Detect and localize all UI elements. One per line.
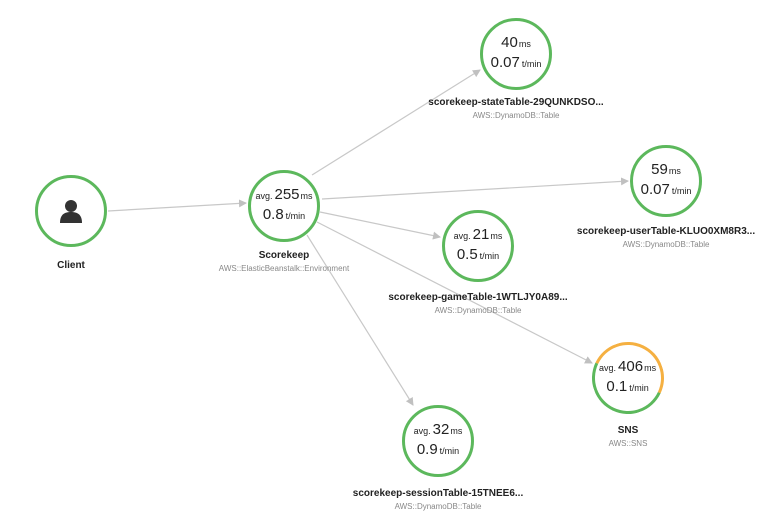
- edge-scorekeep-game-table[interactable]: [319, 211, 441, 240]
- game-table-name: scorekeep-gameTable-1WTLJY0A89...: [388, 292, 568, 303]
- edge-scorekeep-state-table[interactable]: [311, 69, 481, 176]
- user-icon: [60, 200, 82, 223]
- scorekeep-latency: avg.255ms: [255, 186, 313, 203]
- game-table-latency: avg.21ms: [453, 226, 503, 243]
- state-table-latency: 40ms: [501, 34, 531, 51]
- game-table-type: AWS::DynamoDB::Table: [434, 306, 522, 315]
- edge-scorekeep-sns[interactable]: [316, 221, 593, 364]
- session-table-name: scorekeep-sessionTable-15TNEE6...: [352, 488, 524, 499]
- user-table-type: AWS::DynamoDB::Table: [622, 240, 710, 249]
- client-circle[interactable]: [35, 175, 107, 247]
- state-table-name: scorekeep-stateTable-29QUNKDSO...: [428, 97, 604, 108]
- sns-latency: avg.406ms: [599, 358, 657, 376]
- edge-scorekeep-user-table[interactable]: [321, 177, 629, 200]
- user-table-name: scorekeep-userTable-KLUO0XM8R3...: [576, 226, 756, 237]
- edge-client-scorekeep[interactable]: [107, 199, 247, 212]
- session-table-latency: avg.32ms: [413, 421, 463, 438]
- edge-scorekeep-session-table[interactable]: [306, 234, 414, 406]
- scorekeep-name: Scorekeep: [258, 250, 310, 261]
- session-table-type: AWS::DynamoDB::Table: [394, 502, 482, 511]
- client-name: Client: [57, 260, 85, 271]
- sns-type: AWS::SNS: [608, 439, 648, 448]
- sns-name: SNS: [617, 425, 639, 436]
- state-table-type: AWS::DynamoDB::Table: [472, 111, 560, 120]
- scorekeep-type: AWS::ElasticBeanstalk::Environment: [218, 264, 350, 273]
- user-table-latency: 59ms: [651, 161, 681, 178]
